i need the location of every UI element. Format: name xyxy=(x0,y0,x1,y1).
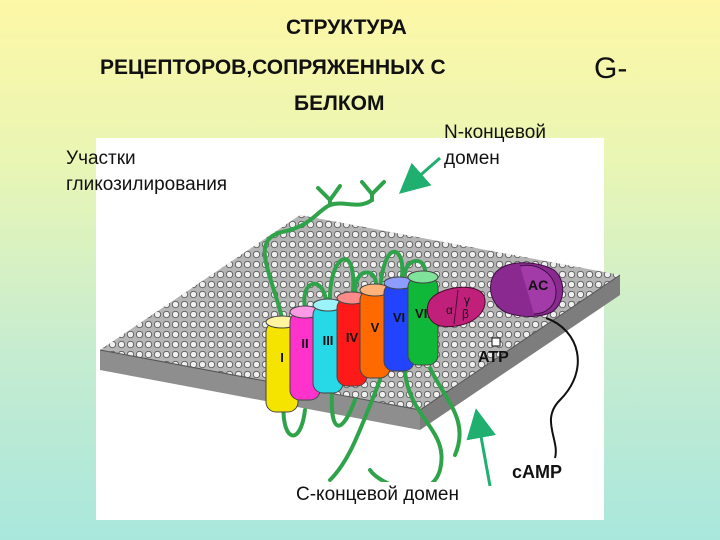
camp-label: cAMP xyxy=(512,462,562,482)
title-g-suffix: G- xyxy=(594,52,628,85)
title-line-1: СТРУКТУРА xyxy=(286,16,407,39)
helix-label: IV xyxy=(346,330,359,345)
title-line-2: РЕЦЕПТОРОВ,СОПРЯЖЕННЫХ С xyxy=(100,56,446,79)
g-protein-alpha-label: α xyxy=(446,303,453,317)
helix-label: VI xyxy=(393,310,405,325)
n-terminal-arrow xyxy=(398,156,441,194)
adenylyl-cyclase-label: AC xyxy=(528,277,548,293)
helix-3: III xyxy=(312,298,344,394)
transmembrane-helices: I II III IV V VI VII xyxy=(265,270,439,413)
atp-label: ATP xyxy=(478,349,509,366)
helix-label: I xyxy=(280,350,284,365)
g-protein-beta-label: β xyxy=(462,307,469,321)
c-terminal-arrow xyxy=(466,408,496,487)
g-protein: α β γ xyxy=(426,286,486,328)
g-protein-gamma-label: γ xyxy=(464,293,470,307)
adenylyl-cyclase: AC xyxy=(490,262,564,317)
n-terminal-domain-label: N-концевой домен xyxy=(444,122,546,169)
title-line-3: БЕЛКОМ xyxy=(294,92,385,115)
atp-to-camp-line xyxy=(545,317,579,459)
helix-6: VI xyxy=(383,276,415,372)
c-terminal-domain-label: C-концевой домен xyxy=(292,482,463,508)
atp-marker xyxy=(491,337,501,347)
glycosylation-sites-label: Участки гликозилирования xyxy=(66,148,228,195)
helix-label: II xyxy=(301,336,308,351)
glycosylation-sites xyxy=(316,180,386,207)
extracellular-loops xyxy=(262,198,428,320)
helix-label: V xyxy=(371,320,380,335)
helix-label: III xyxy=(323,333,334,348)
